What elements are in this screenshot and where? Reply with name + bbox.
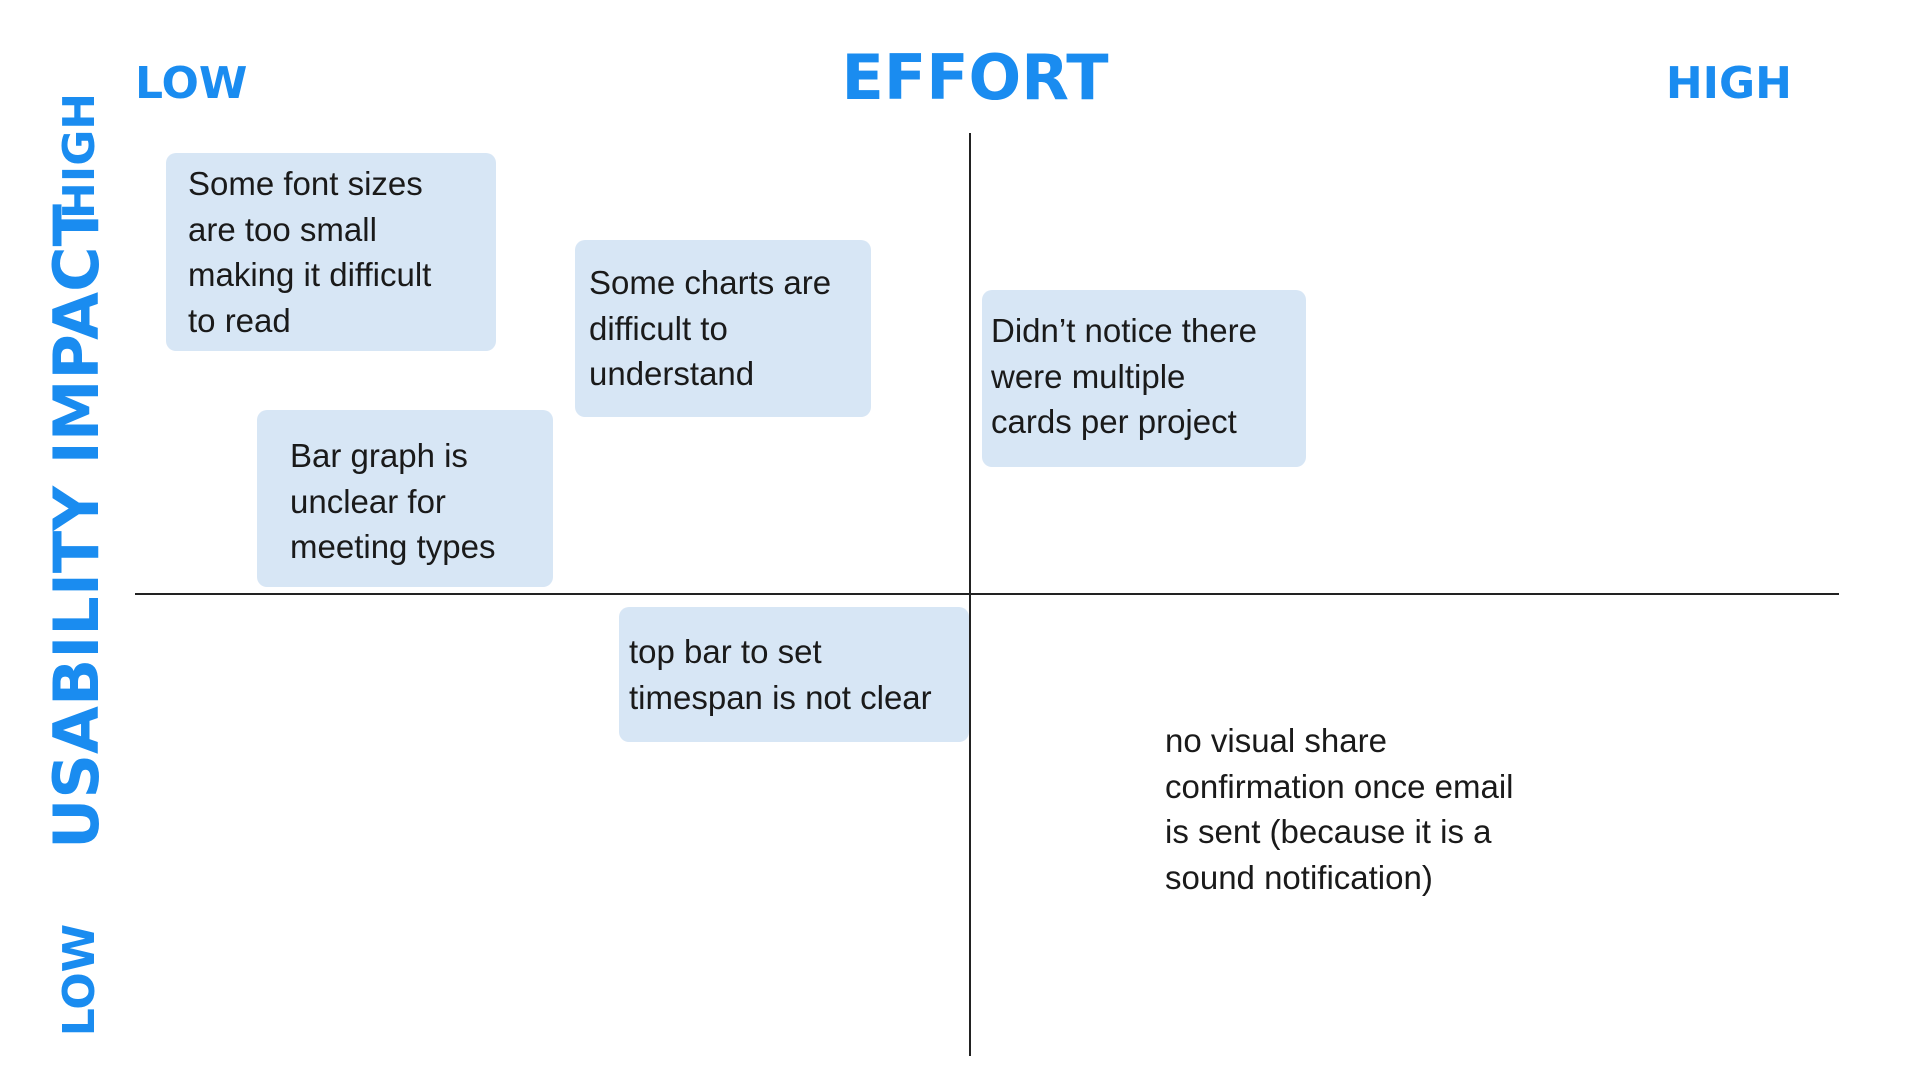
- sticky-note-bar-graph[interactable]: Bar graph is unclear for meeting types: [257, 410, 553, 587]
- sticky-note-font-sizes[interactable]: Some font sizes are too small making it …: [166, 153, 496, 351]
- impact-high-label: HIGH: [54, 92, 105, 219]
- usability-impact-axis-title: USABILITY IMPACT: [40, 204, 113, 849]
- effort-axis-title: EFFORT: [841, 41, 1109, 114]
- impact-low-label: LOW: [54, 923, 105, 1037]
- horizontal-quadrant-divider: [135, 593, 1839, 595]
- sticky-note-top-bar-timespan[interactable]: top bar to set timespan is not clear: [619, 607, 969, 742]
- text-note-share-confirmation[interactable]: no visual share confirmation once email …: [1165, 722, 1514, 896]
- sticky-note-multiple-cards[interactable]: Didn’t notice there were multiple cards …: [982, 290, 1306, 467]
- sticky-note-charts-difficult[interactable]: Some charts are difficult to understand: [575, 240, 871, 417]
- effort-high-label: HIGH: [1665, 58, 1792, 109]
- effort-low-label: LOW: [135, 58, 248, 109]
- vertical-quadrant-divider: [969, 133, 971, 1056]
